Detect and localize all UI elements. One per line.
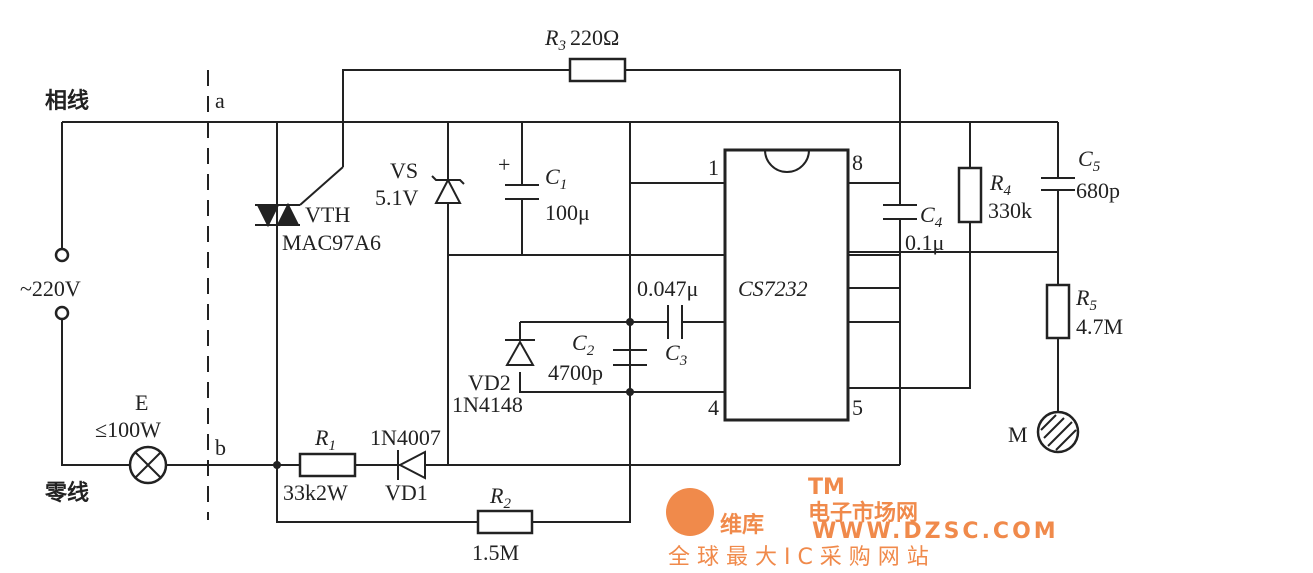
touch-plate-icon — [1036, 410, 1080, 454]
r1-value: 33k2W — [283, 480, 348, 505]
r4-value: 330k — [988, 198, 1032, 223]
c5-value: 680p — [1076, 178, 1120, 203]
r2-name: R2 — [489, 483, 511, 512]
touch-plate-label: M — [1008, 422, 1028, 447]
triac-model: MAC97A6 — [282, 230, 381, 255]
terminal-bottom — [54, 305, 70, 321]
triac-icon — [255, 202, 300, 228]
r1-name: R1 — [314, 425, 336, 454]
c2-value: 4700p — [548, 360, 603, 385]
vd2-model: 1N4148 — [452, 392, 523, 417]
c4-value: 0.1μ — [905, 230, 944, 255]
c4-name: C4 — [920, 202, 943, 231]
resistor-r4-icon — [957, 166, 983, 224]
pin-5-label: 5 — [852, 395, 863, 420]
capacitor-c2-icon — [613, 349, 647, 366]
vd1-name: VD1 — [385, 480, 428, 505]
r5-name: R5 — [1075, 285, 1097, 314]
terminal-top — [54, 247, 70, 263]
zener-name: VS — [390, 158, 418, 183]
resistor-r1-icon — [298, 452, 357, 478]
pin-4-label: 4 — [708, 395, 719, 420]
diode-vd2-icon — [505, 339, 535, 366]
supply-label: ~220V — [20, 276, 81, 301]
svg-text:电子市场网: 电子市场网 — [808, 500, 918, 526]
watermark-logo: 维库 电子市场网 TM WWW.DZSC.COM 全 球 最 大 I C 采 购… — [666, 475, 1059, 570]
r4-name: R4 — [989, 170, 1011, 199]
lamp-rating: ≤100W — [95, 417, 161, 442]
c3-value: 0.047μ — [637, 276, 698, 301]
c5-name: C5 — [1078, 146, 1101, 175]
c1-value: 100μ — [545, 200, 590, 225]
neutral-line-label: 零线 — [44, 480, 89, 506]
pin-8-label: 8 — [852, 150, 863, 175]
resistor-r5-icon — [1045, 283, 1071, 340]
capacitor-c3-icon — [667, 305, 683, 339]
svg-text:WWW.DZSC.COM: WWW.DZSC.COM — [812, 519, 1059, 544]
svg-text:维库: 维库 — [720, 512, 764, 538]
capacitor-c1-icon — [505, 184, 539, 200]
resistor-r3-icon — [568, 57, 627, 83]
wires — [61, 69, 1059, 523]
node-b-label: b — [215, 435, 226, 460]
c3-name: C3 — [665, 340, 687, 369]
triac-name: VTH — [305, 202, 350, 227]
lamp-icon — [128, 445, 168, 485]
c2-name: C2 — [572, 330, 595, 359]
lamp-name: E — [135, 390, 148, 415]
capacitor-c5-icon — [1041, 177, 1075, 191]
ic-cs7232 — [723, 148, 850, 422]
c1-polarity: + — [498, 152, 510, 177]
svg-text:全 球 最 大 I C 采 购 网 站: 全 球 最 大 I C 采 购 网 站 — [668, 545, 929, 570]
vd2-name: VD2 — [468, 370, 511, 395]
diode-vd1-icon — [397, 450, 426, 480]
vd1-model: 1N4007 — [370, 425, 441, 450]
ic-name: CS7232 — [738, 276, 808, 301]
pin-1-label: 1 — [708, 155, 719, 180]
c1-name: C1 — [545, 164, 567, 193]
junction-dots — [273, 318, 634, 469]
phase-line-label: 相线 — [45, 88, 89, 114]
zener-diode-icon — [431, 175, 465, 204]
svg-text:TM: TM — [808, 475, 845, 500]
resistor-r2-icon — [476, 509, 534, 535]
zener-value: 5.1V — [375, 185, 419, 210]
r2-value: 1.5M — [472, 540, 519, 565]
node-a-label: a — [215, 88, 225, 113]
r5-value: 4.7M — [1076, 314, 1123, 339]
capacitor-c4-icon — [883, 204, 917, 220]
